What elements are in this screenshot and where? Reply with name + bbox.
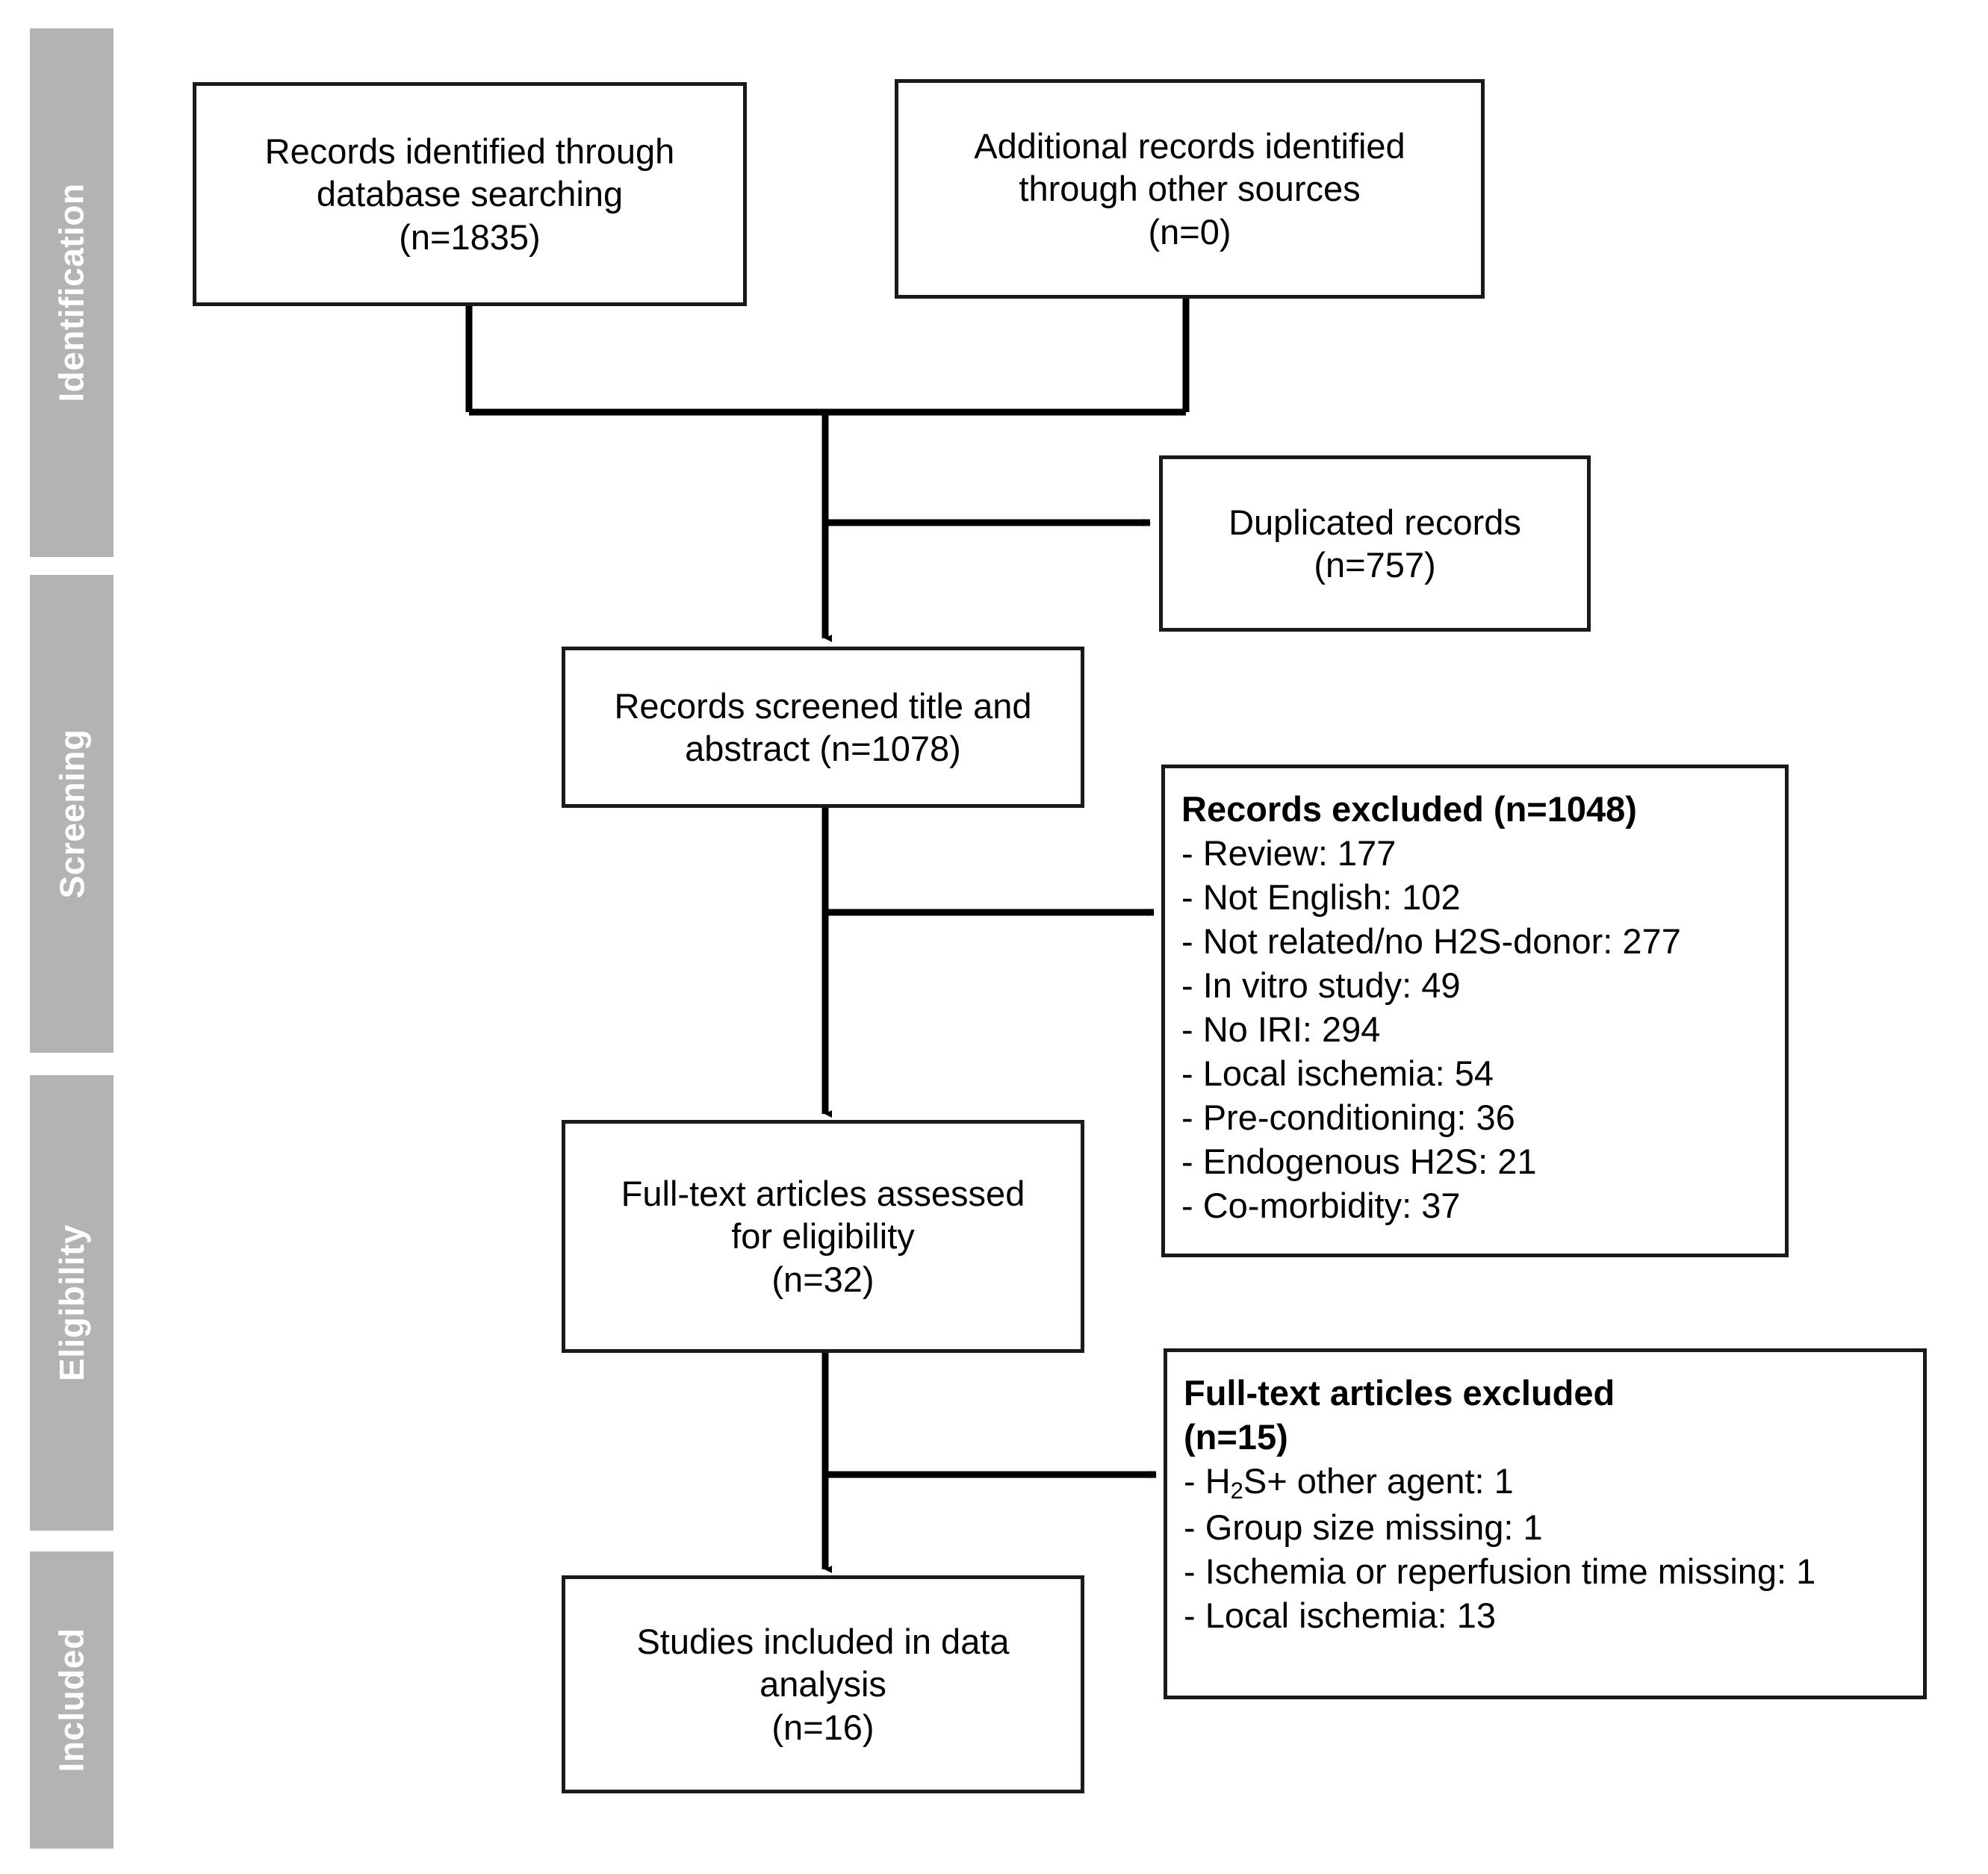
- list-item: - No IRI: 294: [1181, 1009, 1381, 1049]
- list-item: - Review: 177: [1181, 832, 1397, 873]
- phase-label-screening: Screening: [52, 729, 92, 899]
- box-duplicated-records-text: Duplicated records (n=757): [1228, 502, 1521, 585]
- list-item: - Ischemia or reperfusion time missing: …: [1184, 1551, 1816, 1591]
- list-item-subscript: 2: [1230, 1477, 1243, 1504]
- box-duplicated-records: Duplicated records (n=757): [1159, 455, 1591, 632]
- box-fulltext-assessed-text: Full-text articles assessed for eligibil…: [621, 1174, 1025, 1299]
- phase-label-eligibility: Eligibility: [52, 1224, 91, 1381]
- list-item: - H2S+ other agent: 1: [1184, 1460, 1907, 1506]
- list-item: - Local ischemia: 54: [1181, 1053, 1494, 1093]
- box-records-excluded: Records excluded (n=1048) - Review: 177 …: [1161, 765, 1789, 1257]
- list-item-suffix: S+ other agent: 1: [1243, 1460, 1514, 1501]
- records-excluded-block: Records excluded (n=1048) - Review: 177 …: [1181, 788, 1768, 1228]
- box-included-studies-text: Studies included in data analysis (n=16): [636, 1622, 1010, 1747]
- phase-bar-screening: Screening: [30, 575, 114, 1053]
- list-item: - Not related/no H2S-donor: 277: [1181, 921, 1681, 961]
- box-database-search: Records identified through database sear…: [193, 82, 747, 306]
- fulltext-excluded-title: Full-text articles excluded (n=15): [1184, 1373, 1615, 1457]
- box-fulltext-assessed: Full-text articles assessed for eligibil…: [562, 1120, 1084, 1353]
- fulltext-excluded-block: Full-text articles excluded (n=15) - H2S…: [1184, 1372, 1907, 1638]
- list-item-prefix: - H: [1184, 1460, 1231, 1501]
- list-item: - Not English: 102: [1181, 877, 1461, 917]
- list-item: - Local ischemia: 13: [1184, 1595, 1496, 1635]
- box-other-sources: Additional records identified through ot…: [895, 79, 1485, 299]
- fulltext-excluded-list: - H2S+ other agent: 1 - Group size missi…: [1184, 1460, 1907, 1638]
- list-item: - Endogenous H2S: 21: [1181, 1141, 1537, 1181]
- records-excluded-list: - Review: 177 - Not English: 102 - Not r…: [1181, 832, 1768, 1228]
- list-item: - In vitro study: 49: [1181, 965, 1461, 1005]
- box-fulltext-excluded: Full-text articles excluded (n=15) - H2S…: [1164, 1348, 1927, 1699]
- list-item: - Group size missing: 1: [1184, 1507, 1543, 1547]
- list-item: - Co-morbidity: 37: [1181, 1185, 1461, 1225]
- phase-bar-identification: Identification: [30, 28, 114, 557]
- box-included-studies: Studies included in data analysis (n=16): [562, 1575, 1084, 1793]
- box-records-screened: Records screened title and abstract (n=1…: [562, 647, 1084, 808]
- phase-bar-included: Included: [30, 1551, 114, 1849]
- list-item: - Pre-conditioning: 36: [1181, 1097, 1515, 1137]
- phase-label-identification: Identification: [52, 183, 92, 402]
- box-records-screened-text: Records screened title and abstract (n=1…: [614, 685, 1032, 768]
- box-database-search-text: Records identified through database sear…: [264, 131, 675, 257]
- box-other-sources-text: Additional records identified through ot…: [974, 126, 1405, 252]
- phase-label-included: Included: [52, 1628, 91, 1772]
- phase-bar-eligibility: Eligibility: [30, 1075, 114, 1531]
- records-excluded-title: Records excluded (n=1048): [1181, 789, 1637, 829]
